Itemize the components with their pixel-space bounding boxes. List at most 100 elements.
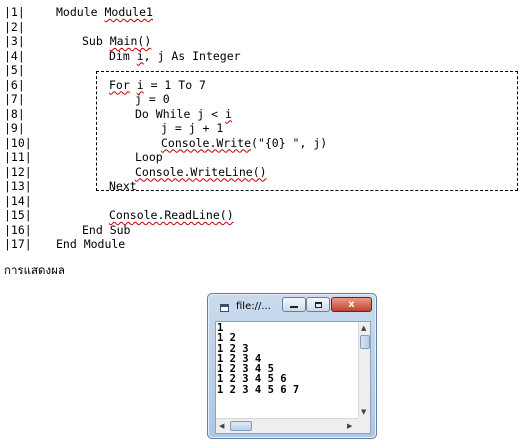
code-text: Next <box>109 179 137 194</box>
code-line: |8| Do While j < i <box>4 107 524 122</box>
squiggle-token: Module1 <box>104 5 153 19</box>
close-icon: x <box>348 299 355 310</box>
squiggle-token: i <box>136 48 144 63</box>
output-line: 1 2 3 4 5 <box>217 363 274 376</box>
code-text: Console.WriteLine() <box>135 165 267 180</box>
code-text: End Module <box>56 237 125 252</box>
output-line: 1 2 3 <box>217 342 249 355</box>
horizontal-scrollbar[interactable]: ◀ ▶ <box>216 418 358 433</box>
scrollbar-corner <box>358 418 370 433</box>
code-token: Do While j < <box>135 106 226 121</box>
output-line: 1 2 3 4 5 6 7 <box>217 383 300 396</box>
line-number: |2| <box>4 19 25 34</box>
window-title: file://... <box>236 301 271 312</box>
code-token: Dim <box>109 48 137 63</box>
line-number: |17| <box>4 237 32 251</box>
maximize-icon <box>314 301 322 308</box>
line-number: |16| <box>4 222 32 237</box>
output-caption: การแสดงผล <box>4 263 65 277</box>
code-text: For i = 1 To 7 <box>109 78 206 93</box>
code-line: |14| <box>4 194 524 209</box>
line-number: |7| <box>4 92 25 106</box>
code-line: |15| Console.ReadLine() <box>4 208 524 223</box>
code-line: |4| Dim i, j As Integer <box>4 49 524 64</box>
code-text: Sub Main() <box>82 34 151 49</box>
line-number: |9| <box>4 121 25 135</box>
squiggle-token: i <box>225 106 232 121</box>
vertical-scrollbar[interactable]: ▲ ▼ <box>358 322 370 418</box>
code-line: |3| Sub Main() <box>4 34 524 49</box>
line-number: |1| <box>4 5 25 19</box>
code-text: Loop <box>135 150 163 165</box>
code-line: |17| End Module <box>4 237 524 252</box>
close-button[interactable]: x <box>331 297 372 312</box>
line-number: |14| <box>4 193 32 208</box>
output-line: 1 2 <box>217 332 236 345</box>
code-text: Dim i, j As Integer <box>109 49 241 64</box>
code-line: |10| Console.Write("{0} ", j) <box>4 136 524 151</box>
minimize-icon <box>290 306 298 308</box>
line-number: |12| <box>4 164 32 179</box>
code-line: |1| Module Module1 <box>4 5 524 20</box>
line-number: |4| <box>4 48 25 63</box>
scroll-down-arrow-icon[interactable]: ▼ <box>361 408 367 416</box>
minimize-button[interactable] <box>282 297 306 312</box>
code-line: |11| Loop <box>4 150 524 165</box>
line-number: |10| <box>4 135 32 150</box>
squiggle-token: Console.WriteLine() <box>135 164 267 179</box>
code-listing: |1| Module Module1 |2||3| Sub Main() |4| Dim … <box>4 5 524 252</box>
vertical-scroll-thumb[interactable] <box>360 335 370 349</box>
code-line: |2| <box>4 20 524 35</box>
title-bar[interactable]: file://... x <box>208 294 376 320</box>
code-text: j = j + 1 <box>161 121 223 136</box>
code-text: End Sub <box>82 223 130 238</box>
code-token: j = j + 1 <box>161 121 224 135</box>
code-line: |12| Console.WriteLine() <box>4 165 524 180</box>
code-text: Console.ReadLine() <box>109 208 234 223</box>
squiggle-token: Console.Write <box>161 135 252 150</box>
output-line: 1 2 3 4 5 6 <box>217 373 287 386</box>
line-number: |15| <box>4 208 32 222</box>
code-token: Loop <box>135 150 163 164</box>
code-token: , j As Integer <box>143 48 241 63</box>
line-number: |8| <box>4 106 25 121</box>
scroll-up-arrow-icon[interactable]: ▲ <box>361 324 367 332</box>
horizontal-scroll-thumb[interactable] <box>230 421 252 431</box>
code-token: End Sub <box>82 222 131 237</box>
squiggle-token: Console.ReadLine() <box>109 208 234 222</box>
code-token: Module <box>56 5 105 19</box>
code-line: |7| j = 0 <box>4 92 524 107</box>
code-token: Next <box>109 179 137 193</box>
code-text: Do While j < i <box>135 107 232 122</box>
squiggle-token: Main() <box>109 34 152 48</box>
code-token: = 1 To 7 <box>143 77 206 92</box>
line-number: |11| <box>4 150 32 164</box>
line-number: |3| <box>4 34 25 48</box>
line-number: |5| <box>4 63 25 77</box>
code-text: Module Module1 <box>56 5 153 20</box>
code-token: End Module <box>56 237 126 251</box>
code-line: |5| <box>4 63 524 78</box>
code-line: |6| For i = 1 To 7 <box>4 78 524 93</box>
highlighted-loop-block <box>96 71 518 191</box>
scroll-right-arrow-icon[interactable]: ▶ <box>347 422 353 430</box>
output-line: 1 2 3 4 <box>217 352 262 365</box>
code-line: |9| j = j + 1 <box>4 121 524 136</box>
line-number: |13| <box>4 179 32 193</box>
output-line: 1 <box>217 322 224 334</box>
scroll-left-arrow-icon[interactable]: ◀ <box>219 422 225 430</box>
maximize-button[interactable] <box>306 297 330 312</box>
code-text: j = 0 <box>135 92 170 107</box>
squiggle-token: i <box>136 77 144 92</box>
line-number: |6| <box>4 77 25 92</box>
code-line: |16| End Sub <box>4 223 524 238</box>
code-token: Sub <box>82 34 110 48</box>
code-line: |13| Next <box>4 179 524 194</box>
code-text: Console.Write("{0} ", j) <box>161 136 327 151</box>
code-token: ("{0} ", j) <box>251 135 328 150</box>
code-token: j = 0 <box>135 92 170 106</box>
console-app-icon <box>220 304 229 312</box>
